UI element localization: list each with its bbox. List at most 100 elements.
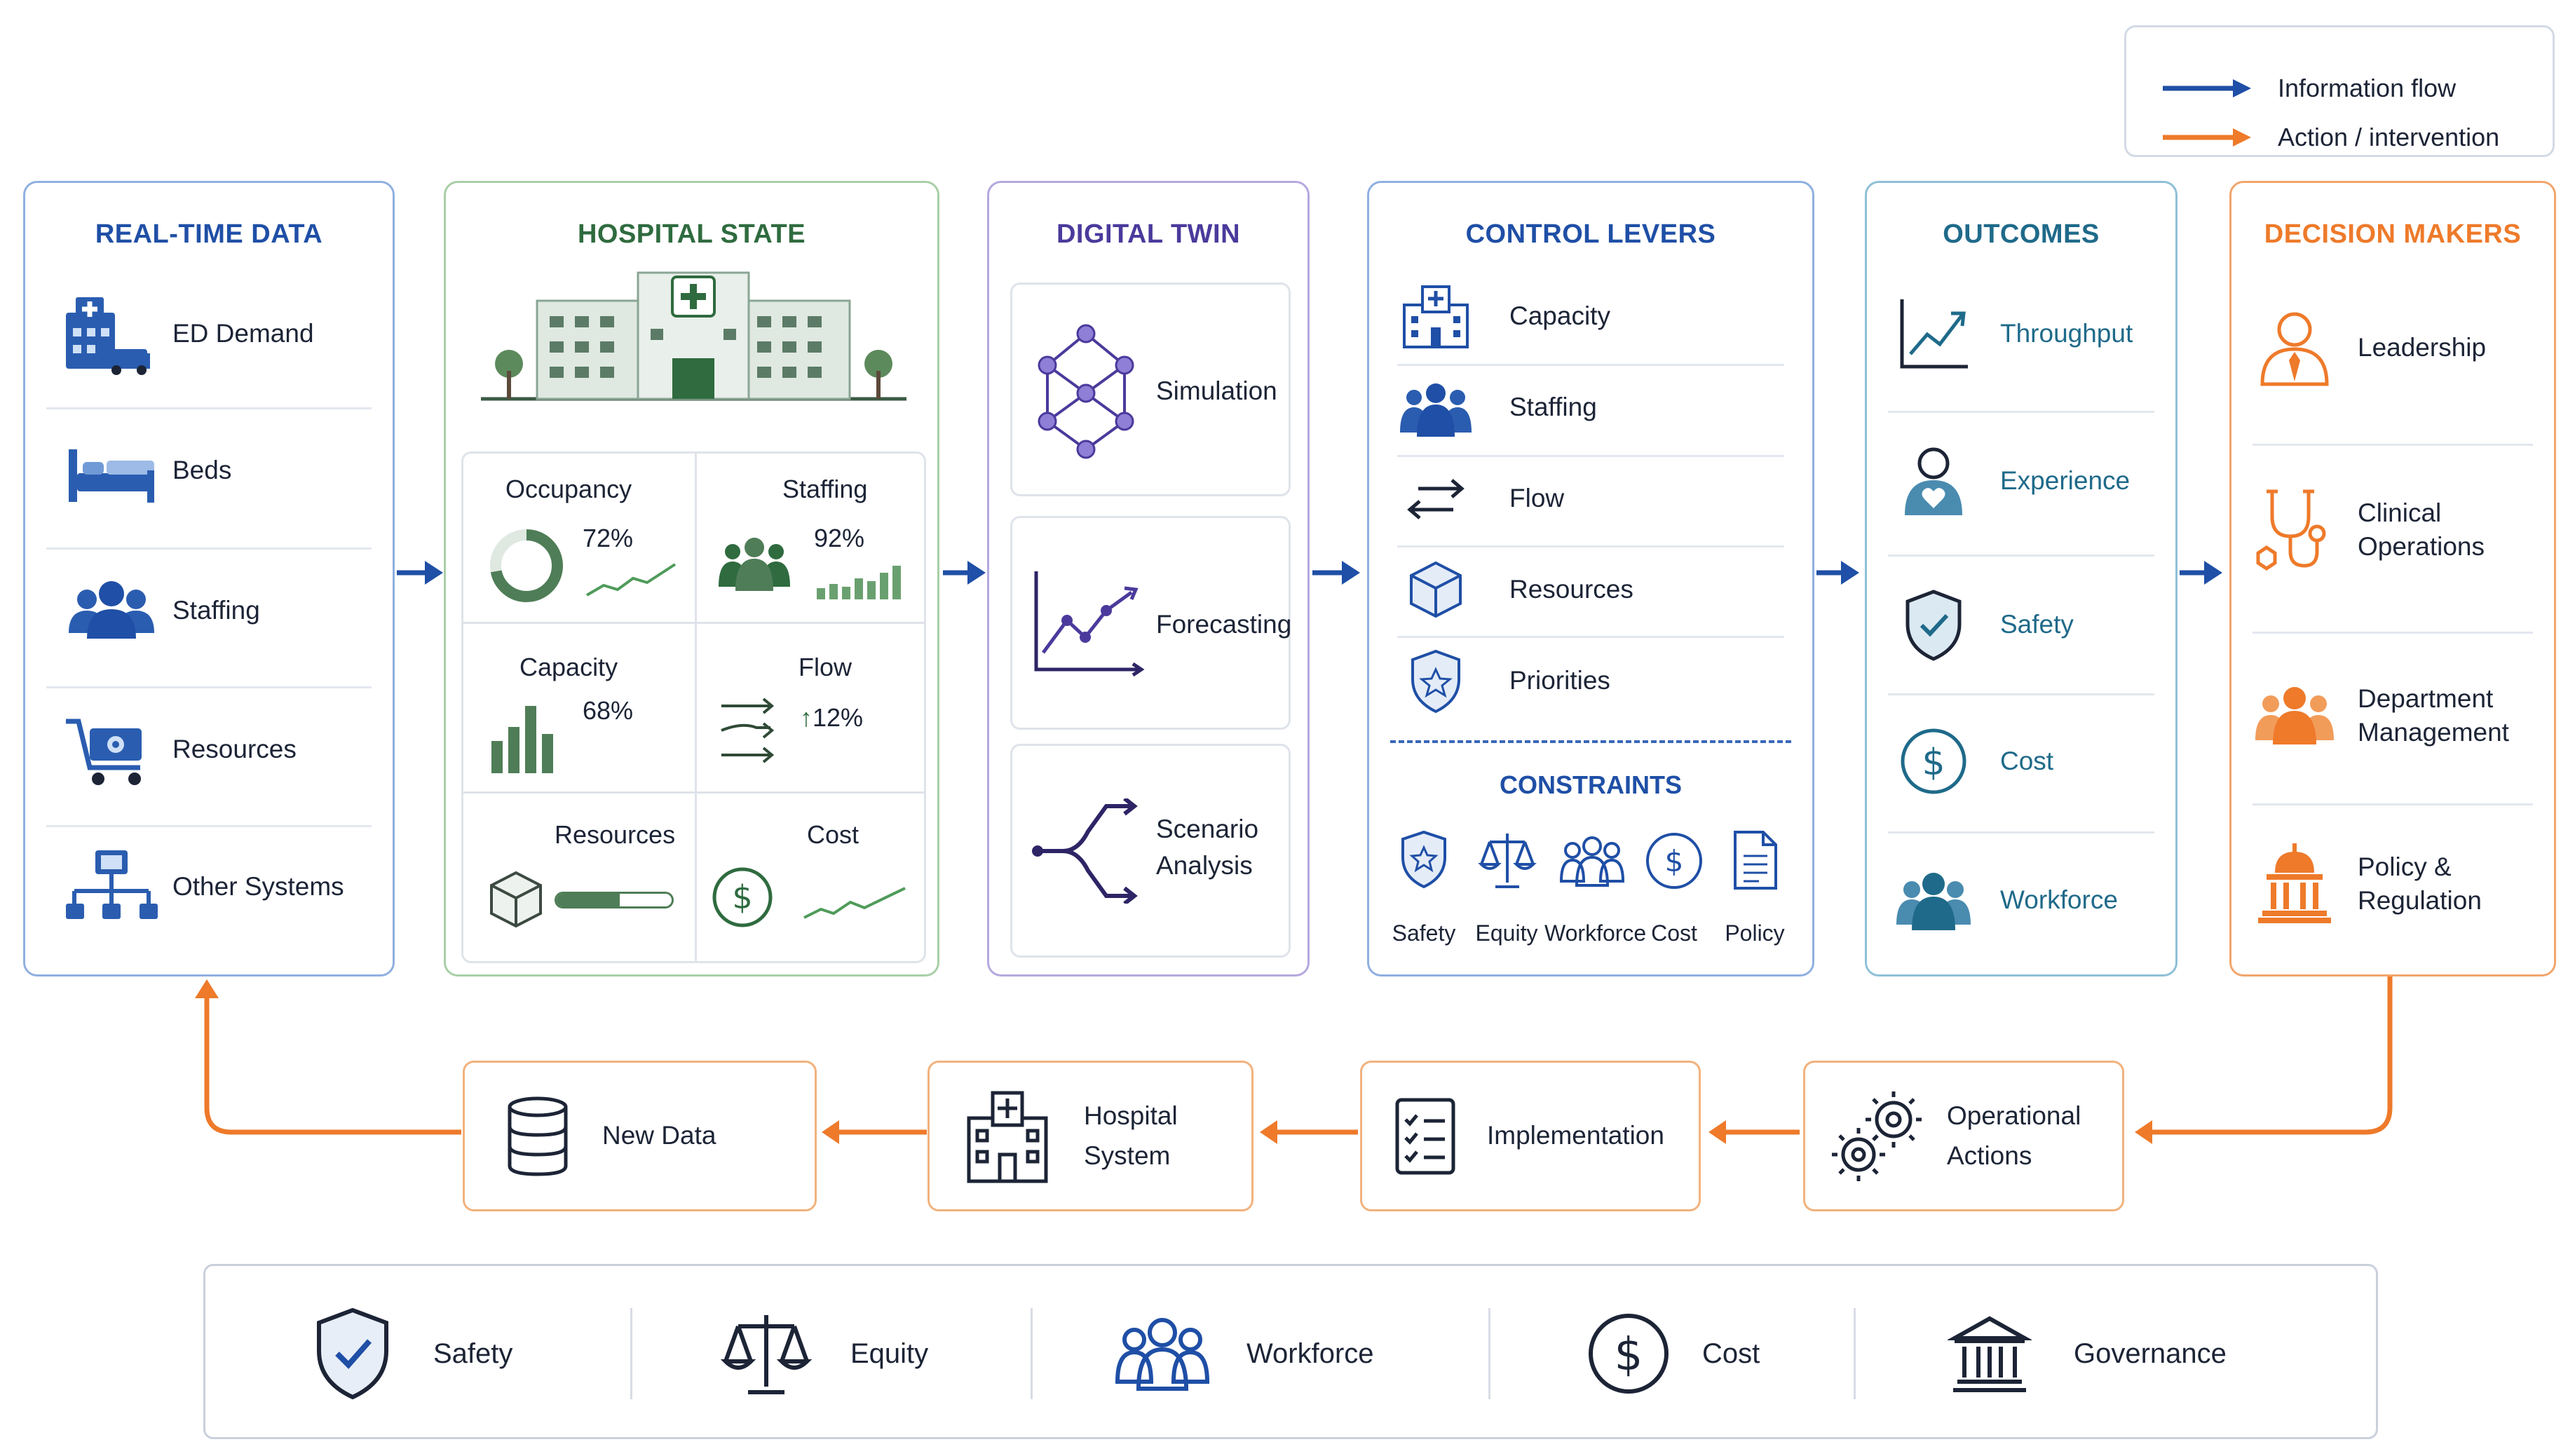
capacity-value: 68% bbox=[583, 696, 634, 725]
lever-label: Priorities bbox=[1509, 665, 1610, 695]
occupancy-title: Occupancy bbox=[505, 475, 632, 503]
lever-item: Flow bbox=[1397, 463, 1564, 533]
list-item: ED Demand bbox=[59, 292, 314, 376]
staffing-value: 92% bbox=[814, 524, 865, 552]
panel-title: REAL-TIME DATA bbox=[95, 219, 323, 249]
constraints-title: CONSTRAINTS bbox=[1500, 770, 1682, 799]
panel-title: OUTCOMES bbox=[1943, 219, 2100, 249]
donut-gauge-icon bbox=[490, 529, 563, 602]
bar-chart-icon bbox=[491, 706, 553, 773]
list-item: Resources bbox=[59, 707, 297, 791]
lever-label: Flow bbox=[1509, 483, 1565, 512]
constraint-label: Policy bbox=[1725, 920, 1785, 946]
resources-progress-fill bbox=[557, 894, 620, 906]
new-data-box: New Data bbox=[463, 1061, 817, 1211]
institution-icon bbox=[1948, 1316, 2032, 1392]
lever-label: Resources bbox=[1509, 574, 1633, 604]
decision-maker-label-line1: Policy & bbox=[2358, 852, 2452, 881]
checklist-icon bbox=[1395, 1098, 1455, 1174]
staffing-title: Staffing bbox=[782, 475, 868, 503]
box-icon bbox=[490, 871, 542, 928]
panel-title: DECISION MAKERS bbox=[2264, 219, 2522, 249]
principle-item: Governance bbox=[1948, 1308, 2227, 1399]
new-data-label: New Data bbox=[602, 1121, 716, 1150]
principle-item: Safety bbox=[311, 1305, 512, 1403]
dollar-icon: $ bbox=[712, 867, 773, 927]
list-item-label: Staffing bbox=[172, 595, 260, 625]
lever-item: Resources bbox=[1397, 554, 1633, 625]
scales-icon bbox=[1478, 834, 1537, 888]
trend-chart-icon bbox=[1900, 299, 1968, 369]
implementation-box: Implementation bbox=[1360, 1061, 1701, 1211]
principle-item: Equity bbox=[717, 1308, 928, 1399]
dollar-icon: $ bbox=[1589, 1314, 1669, 1394]
shield-check-icon bbox=[317, 1307, 388, 1400]
hospital-building-icon bbox=[481, 271, 906, 401]
list-item-label: Resources bbox=[172, 734, 297, 763]
panel-title: CONTROL LEVERS bbox=[1465, 219, 1716, 249]
control-levers-panel: CONTROL LEVERS Capacity Staffing Flow bbox=[1367, 181, 1814, 977]
decision-maker-label: Leadership bbox=[2358, 332, 2487, 362]
constraints-row: Safety Equity Workforce $ Cost bbox=[1383, 828, 1804, 968]
trend-line-icon bbox=[803, 887, 906, 919]
outcome-label: Cost bbox=[2000, 746, 2054, 775]
lever-label: Staffing bbox=[1509, 392, 1597, 421]
decision-maker-label-line1: Clinical bbox=[2358, 498, 2442, 527]
operational-actions-line2: Actions bbox=[1947, 1141, 2032, 1170]
constraint-label: Safety bbox=[1392, 920, 1456, 946]
capitol-icon bbox=[2258, 843, 2331, 923]
blue-arrow-icon bbox=[2163, 79, 2251, 97]
leader-icon bbox=[2260, 312, 2329, 386]
outcome-label: Experience bbox=[2000, 465, 2131, 495]
simulation-label: Simulation bbox=[1156, 376, 1277, 405]
hospital-state-panel: HOSPITAL STATE Occupancy 72% bbox=[444, 181, 939, 977]
digital-twin-panel: DIGITAL TWIN Simulation Forecasting bbox=[987, 181, 1310, 977]
network-icon bbox=[66, 850, 158, 919]
decision-maker-label-line2: Regulation bbox=[2358, 886, 2482, 915]
principle-label: Cost bbox=[1702, 1338, 1760, 1369]
lever-item: Staffing bbox=[1397, 372, 1597, 442]
list-item-label: ED Demand bbox=[172, 318, 314, 348]
outcome-item: Workforce bbox=[1895, 862, 2118, 939]
database-icon bbox=[508, 1096, 568, 1176]
outcome-label: Workforce bbox=[2000, 885, 2118, 914]
swap-arrows-icon bbox=[1407, 479, 1465, 519]
network-graph-icon bbox=[1038, 324, 1134, 459]
shield-star-icon bbox=[1411, 649, 1460, 714]
people-icon bbox=[1559, 836, 1625, 887]
people-icon bbox=[1400, 383, 1472, 437]
cube-icon bbox=[1410, 561, 1462, 618]
flow-arrows-icon bbox=[721, 698, 775, 763]
list-item: Other Systems bbox=[59, 845, 344, 929]
svg-text:$: $ bbox=[1922, 742, 1945, 784]
hospital-icon bbox=[1403, 285, 1469, 348]
list-item-label: Beds bbox=[172, 455, 232, 484]
operational-actions-box: Operational Actions bbox=[1803, 1061, 2124, 1211]
team-icon bbox=[1896, 873, 1971, 930]
up-arrow-icon: ↑ bbox=[800, 703, 813, 732]
legend-information-flow: Information flow bbox=[2278, 74, 2457, 102]
lever-item: Priorities bbox=[1397, 646, 1610, 716]
stethoscope-icon bbox=[2256, 489, 2326, 571]
info-flow-arrows bbox=[397, 561, 2222, 585]
hospital-system-line2: System bbox=[1084, 1141, 1171, 1170]
team-icon bbox=[2255, 687, 2334, 744]
principle-item: Workforce bbox=[1113, 1308, 1374, 1399]
person-heart-icon bbox=[1905, 447, 1962, 515]
metrics-grid: Occupancy 72% Staffing 92% Capacity 68% … bbox=[461, 451, 926, 963]
outcome-item: $ Cost bbox=[1895, 723, 2053, 800]
principle-item: $ Cost bbox=[1583, 1305, 1760, 1403]
decision-maker-label-line1: Department bbox=[2358, 683, 2494, 713]
hospital-system-line1: Hospital bbox=[1084, 1101, 1178, 1131]
list-item: Beds bbox=[59, 428, 231, 512]
document-icon bbox=[1734, 831, 1777, 890]
flow-value: 12% bbox=[813, 703, 864, 732]
line-chart-icon bbox=[1034, 571, 1145, 677]
people-icon bbox=[69, 581, 154, 639]
real-time-data-panel: REAL-TIME DATA ED Demand Beds Staffi bbox=[23, 181, 395, 977]
panel-title: DIGITAL TWIN bbox=[1056, 219, 1241, 249]
panel-title: HOSPITAL STATE bbox=[577, 219, 806, 249]
decision-maker-label-line2: Management bbox=[2358, 718, 2509, 747]
resources-title: Resources bbox=[555, 820, 676, 849]
gears-icon bbox=[1832, 1091, 1922, 1181]
